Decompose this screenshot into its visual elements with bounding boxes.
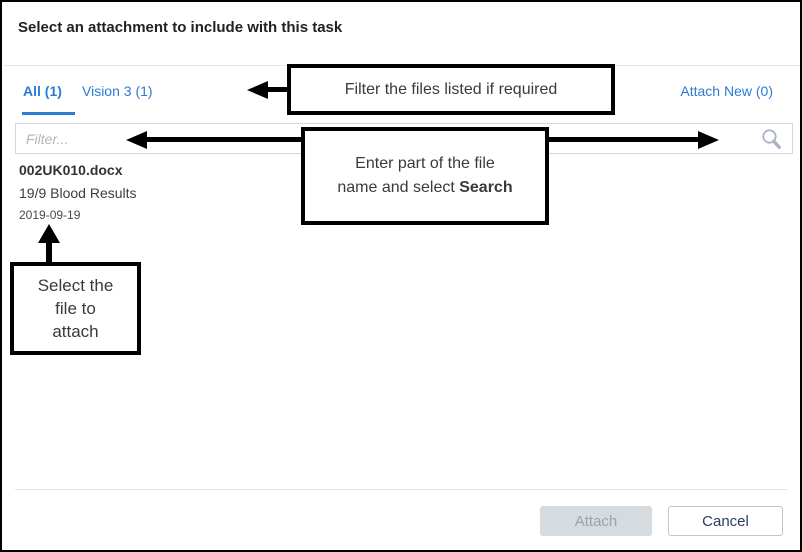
search-bold-word: Search [459, 179, 513, 196]
arrow-shaft-to-search-icon [547, 137, 700, 142]
file-date[interactable]: 2019-09-19 [19, 208, 81, 222]
arrow-right-icon [698, 131, 719, 149]
callout-select-file: Select the file to attach [10, 262, 141, 355]
callout-filter-files-text: Filter the files listed if required [344, 80, 558, 98]
dialog-title: Select an attachment to include with thi… [18, 19, 343, 36]
tab-attach-new[interactable]: Attach New (0) [680, 83, 773, 99]
arrow-shaft-to-tabs [264, 87, 290, 92]
callout-enter-filename-text: Enter part of the file name and select S… [337, 155, 513, 196]
cancel-button[interactable]: Cancel [668, 506, 783, 536]
arrow-left-icon [247, 81, 268, 99]
tab-vision-3[interactable]: Vision 3 (1) [82, 83, 153, 99]
magnifier-icon[interactable] [759, 127, 783, 151]
file-description[interactable]: 19/9 Blood Results [19, 185, 137, 201]
arrow-left-icon [126, 131, 147, 149]
arrow-up-icon [38, 224, 60, 243]
arrow-shaft-to-file [46, 240, 52, 264]
active-tab-underline [22, 112, 75, 115]
callout-enter-filename: Enter part of the file name and select S… [301, 127, 549, 225]
tab-all[interactable]: All (1) [23, 83, 62, 99]
callout-select-file-text: Select the file to attach [37, 276, 114, 341]
file-name[interactable]: 002UK010.docx [19, 162, 123, 178]
attach-button[interactable]: Attach [540, 506, 652, 536]
arrow-shaft-to-filter-input [145, 137, 303, 142]
callout-filter-files: Filter the files listed if required [287, 64, 615, 115]
footer-divider [15, 489, 787, 490]
